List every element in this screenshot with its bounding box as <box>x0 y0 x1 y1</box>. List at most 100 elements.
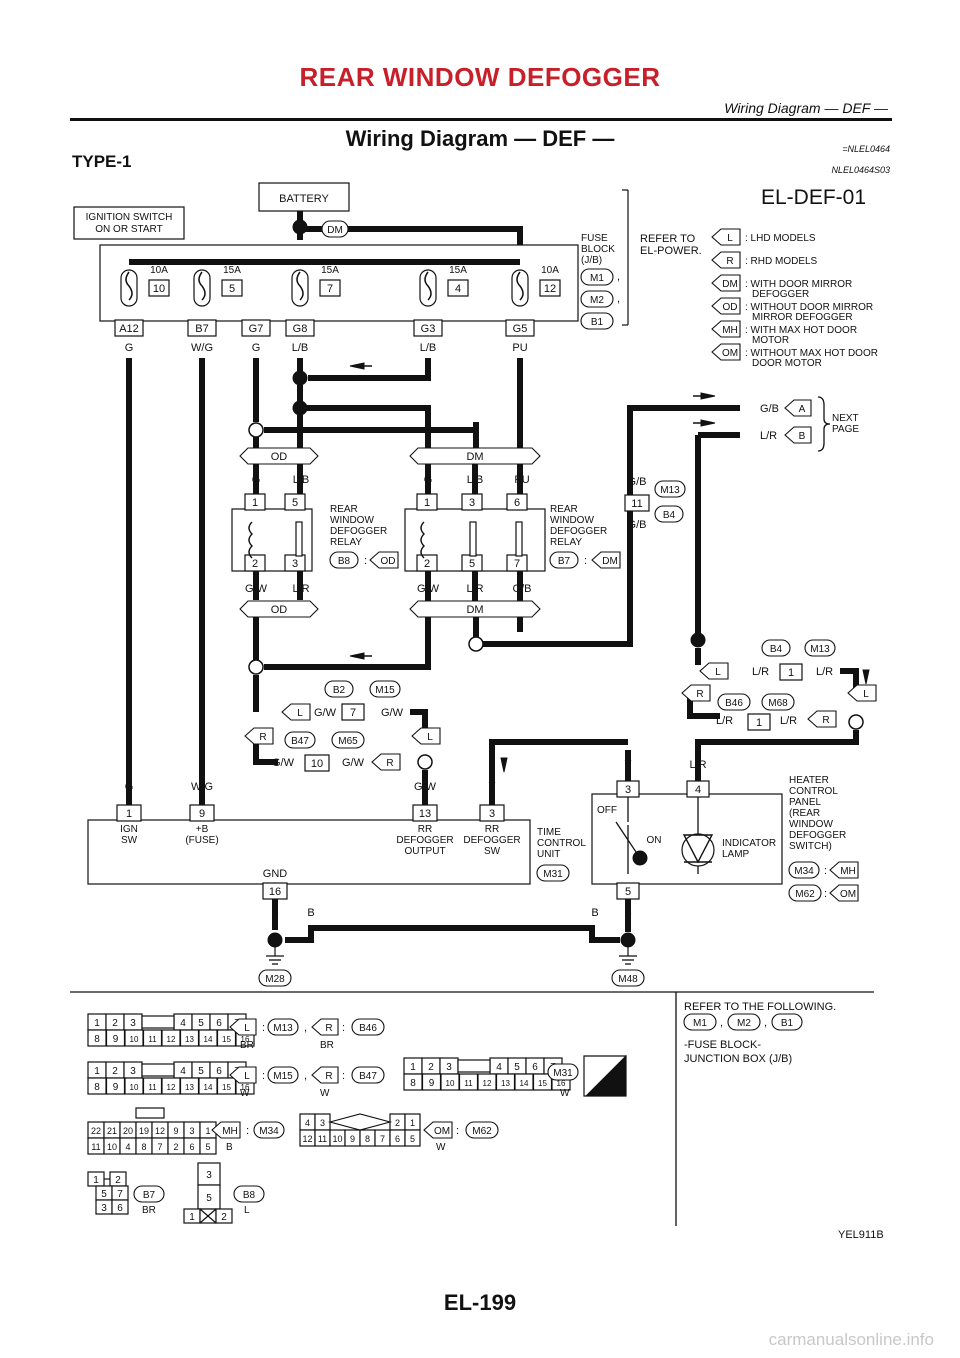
header-rule <box>70 118 892 121</box>
rhd-tag-1 <box>681 684 711 702</box>
conn-m13-key <box>141 1015 175 1029</box>
c2-color-r: W <box>320 1088 330 1099</box>
rhd-tag-3 <box>244 727 274 745</box>
b8-n3: 3 <box>206 1170 212 1181</box>
fuse-element-0 <box>125 271 133 301</box>
conn-m31-bot-num-8: 16 <box>557 1079 566 1088</box>
hcp-label: CONTROL <box>789 786 838 797</box>
c2-colon-2: : <box>342 1070 345 1082</box>
hs-label: H.S. <box>602 1084 622 1095</box>
c1-conn-l <box>267 1018 299 1036</box>
ll-wire-4: G/W <box>342 757 365 769</box>
ll-b47-text: B47 <box>291 736 309 747</box>
fuse-element-2 <box>296 271 304 301</box>
tcu-pin-1-num: 9 <box>199 808 205 820</box>
c1-l <box>229 1018 257 1036</box>
legend-tag-2 <box>711 274 741 292</box>
rhd-tag-2 <box>807 710 837 728</box>
c1-r <box>311 1018 339 1036</box>
relay-dm-label: REAR <box>550 504 578 515</box>
fuse-holder-0 <box>120 269 138 307</box>
hcp-pin-bot-num: 5 <box>625 886 631 898</box>
lr-m13 <box>804 639 836 657</box>
m62-conn <box>465 1121 499 1139</box>
relay-od-colon: : <box>364 555 367 567</box>
relay-od-pin-top-1 <box>284 493 306 511</box>
lhd-tag-1-text: L <box>715 667 721 678</box>
lhd-tag-2 <box>847 684 877 702</box>
b8-x2 <box>199 1208 217 1224</box>
conn-m13-top-num-5: 6 <box>216 1018 222 1029</box>
fb-conn-0-text: M1 <box>590 273 604 284</box>
legend-tag-0-text: L <box>727 233 733 244</box>
relay-dm-coil <box>420 521 425 559</box>
fb-conn-1-text: M2 <box>590 295 604 306</box>
m34-conn-text: M34 <box>259 1126 279 1137</box>
fuse-num-3 <box>447 279 469 297</box>
c1-conn-r-text: B46 <box>359 1023 377 1034</box>
m62-bot-num-6: 6 <box>395 1134 400 1144</box>
c1-conn-r <box>351 1018 385 1036</box>
w-gb-next <box>483 405 740 647</box>
conn-m15-top-num-0: 1 <box>94 1066 100 1077</box>
hcp-label: DEFOGGER <box>789 830 846 841</box>
ll-wire-2: G/W <box>381 707 404 719</box>
legend-text-0: : LHD MODELS <box>745 233 816 244</box>
lr-wire-4: L/R <box>780 715 797 727</box>
legend-tag-3 <box>711 297 741 315</box>
tcu-pin-label-3: SW <box>484 846 501 857</box>
m62-color: W <box>436 1142 446 1153</box>
m31-conn <box>547 1063 579 1081</box>
conn-m31-bot-num-2: 10 <box>446 1079 455 1088</box>
joint-pin <box>624 494 650 512</box>
conn-m15-top-num-2: 3 <box>130 1066 136 1077</box>
relay-dm-opt-text: DM <box>602 556 618 567</box>
tcu-label: TIME <box>537 827 561 838</box>
page-number: EL-199 <box>443 1290 517 1315</box>
relay-dm-label: DEFOGGER <box>550 526 607 537</box>
m34-top-num-6: 3 <box>189 1126 194 1136</box>
od-bus-top <box>239 447 319 465</box>
fuse-num-0 <box>148 279 170 297</box>
od-connector-circle <box>248 422 264 438</box>
m34-bot-num-3: 8 <box>141 1142 146 1152</box>
tcu-wire-3: Y <box>488 781 496 793</box>
c2-conn-r <box>351 1066 385 1084</box>
dm-bus-top <box>409 447 541 465</box>
m62-key <box>327 1113 393 1131</box>
fb-sep: , <box>617 293 620 305</box>
m34-top-num-2: 20 <box>123 1126 133 1136</box>
conn-m15-top-num-5: 6 <box>216 1066 222 1077</box>
rhd-tag-4 <box>371 753 401 771</box>
c2-r <box>311 1066 339 1084</box>
hcp-opt-a <box>829 861 859 879</box>
lr-m68-text: M68 <box>768 698 788 709</box>
dm-bus-top-text: DM <box>466 451 483 463</box>
tcu-wire-2: G/W <box>414 781 437 793</box>
m34-bot-num-1: 10 <box>107 1142 117 1152</box>
hcp-lamp-diode <box>682 834 714 864</box>
relay-dm-conn-text: B7 <box>558 556 571 567</box>
m62-code <box>423 1121 453 1139</box>
conn-m31-bot-num-5: 13 <box>501 1079 510 1088</box>
ground-m28-conn-text: M28 <box>265 974 285 985</box>
legend-text-4b: MOTOR <box>752 335 789 346</box>
m62-bot-num-0: 12 <box>302 1134 312 1144</box>
legend-tag-2-text: DM <box>722 279 738 290</box>
m34-bot-num-5: 2 <box>173 1142 178 1152</box>
ground-m28-conn <box>258 969 292 987</box>
hcp-conn-a <box>788 861 820 879</box>
conn-m31-top-num-0: 1 <box>410 1062 416 1073</box>
m34-key <box>135 1107 165 1119</box>
next-a-wire: G/B <box>760 403 779 415</box>
tcu-pin-0 <box>116 804 142 822</box>
m62-colon: : <box>456 1125 459 1137</box>
conn-m15-bot-num-7: 15 <box>222 1083 231 1092</box>
tcu-pin-0-num: 1 <box>126 808 132 820</box>
refer-line-1: -FUSE BLOCK- <box>684 1039 761 1051</box>
conn-m31-top-num-1: 2 <box>428 1062 434 1073</box>
hcp-opt-a-text: MH <box>840 866 856 877</box>
c1-colon-2: : <box>342 1022 345 1034</box>
conn-m31-key <box>457 1059 491 1073</box>
lr-pin-2-num: 1 <box>756 717 762 729</box>
